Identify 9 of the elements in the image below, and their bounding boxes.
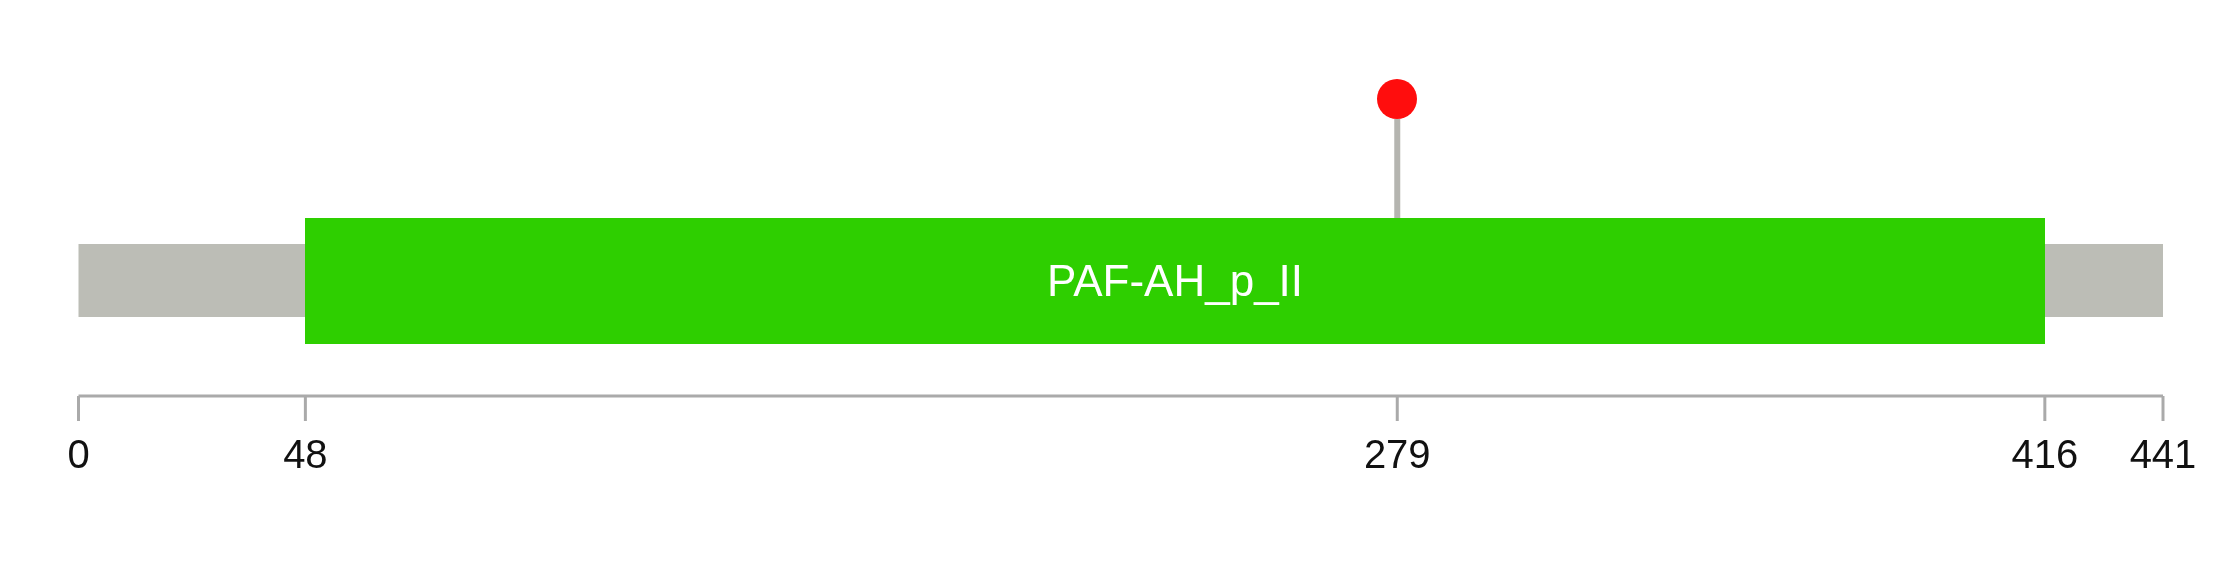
domain-label: PAF-AH_p_II <box>1047 256 1304 306</box>
axis-tick-label: 416 <box>2011 432 2079 477</box>
mutation-dot <box>1377 79 1418 119</box>
axis-tick-label: 279 <box>1363 432 1431 477</box>
axis-tick-label: 0 <box>67 432 90 477</box>
lollipop-stem <box>1394 119 1401 218</box>
axis-tick-label: 441 <box>2129 432 2197 477</box>
axis-tick-label: 48 <box>283 432 328 477</box>
domain-bar <box>305 218 2045 344</box>
